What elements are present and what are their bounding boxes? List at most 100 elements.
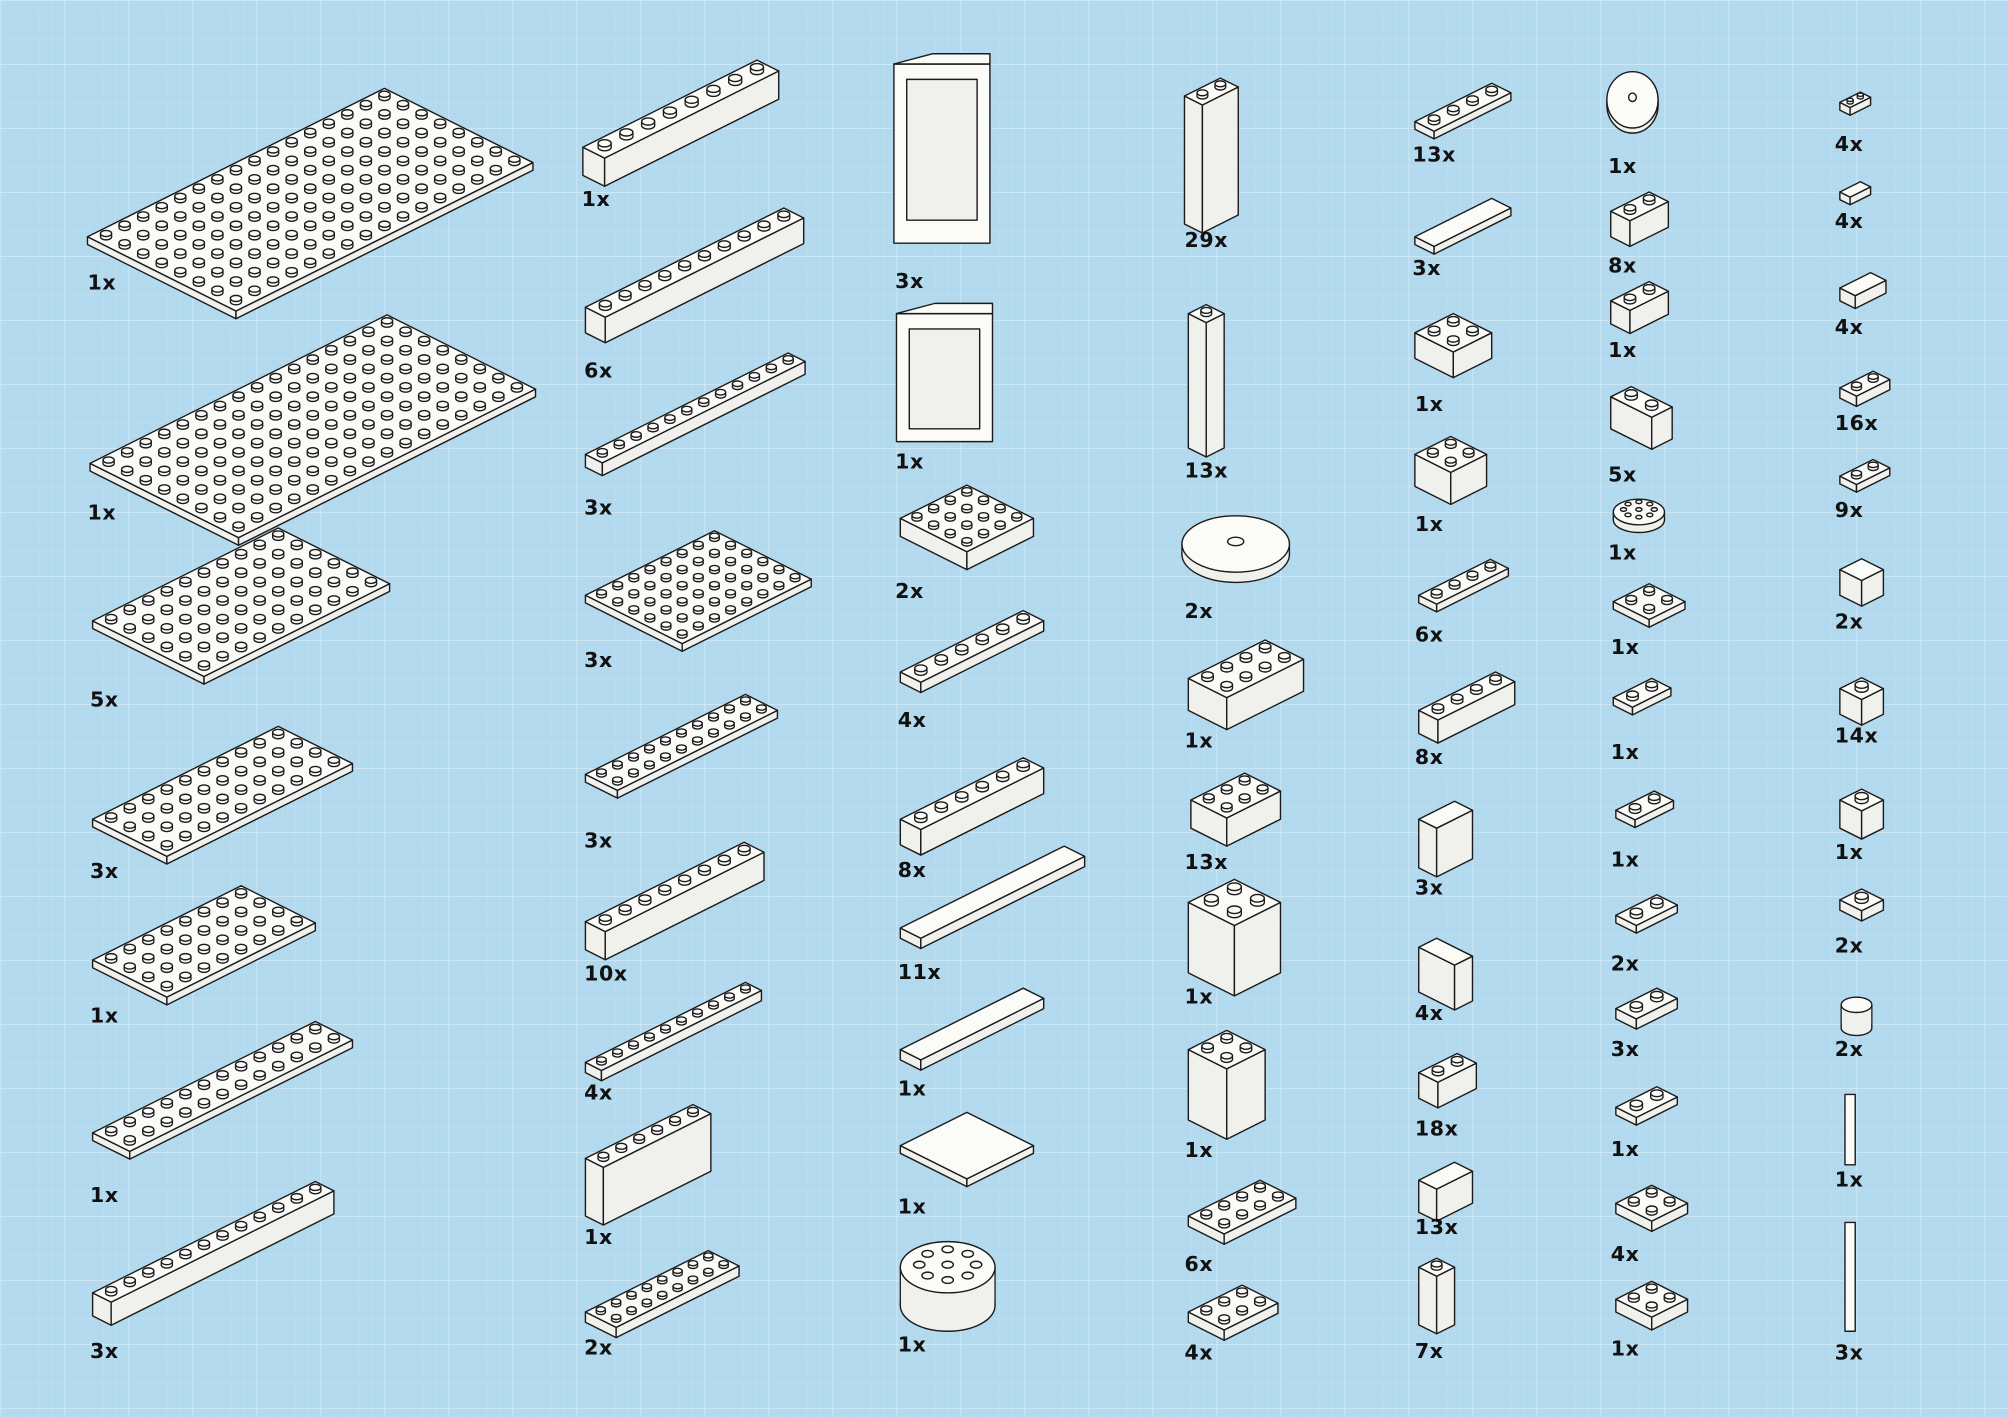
part-quantity-label: 1x [584, 1225, 613, 1249]
part-item: 1x [1184, 639, 1305, 753]
part-illustration [1187, 1284, 1279, 1341]
part-item: 8x [898, 757, 1045, 882]
part-illustration [1190, 772, 1282, 847]
part-quantity-label: 13x [1184, 850, 1228, 874]
part-item: 4x [898, 609, 1045, 732]
part-item: 3x [584, 693, 779, 852]
part-quantity-label: 2x [1835, 609, 1864, 633]
part-illustration [1610, 385, 1673, 450]
part-item: 3x [1415, 800, 1474, 900]
part-quantity-label: 3x [584, 828, 613, 852]
part-item: 1x [584, 1103, 712, 1249]
part-quantity-label: 1x [1608, 154, 1637, 178]
part-quantity-label: 4x [898, 708, 927, 732]
part-illustration [1187, 303, 1225, 458]
part-quantity-label: 8x [1415, 745, 1444, 769]
part-quantity-label: 1x [1611, 1137, 1640, 1161]
part-illustration [1418, 671, 1516, 744]
part-illustration [1181, 515, 1291, 584]
part-item: 2x [1181, 515, 1291, 623]
part-item: 1x [86, 87, 534, 320]
part-item: 4x [584, 981, 763, 1105]
part-illustration [1418, 1161, 1474, 1222]
parts-grid: 1x1x5x3x1x1x3x1x6x3x3x3x10x4x1x2x3x1x2x4… [86, 53, 1891, 1364]
part-illustration [1414, 82, 1512, 140]
part-item: 1x [1611, 790, 1675, 872]
part-illustration [584, 1103, 712, 1226]
part-item: 13x [1412, 82, 1512, 166]
part-item: 16x [1835, 370, 1891, 435]
part-item: 29x [1183, 77, 1239, 252]
part-item: 1x [898, 987, 1045, 1101]
part-item: 1x [90, 1020, 354, 1207]
part-item: 4x [1184, 1284, 1279, 1364]
part-illustration [91, 885, 317, 1006]
part-quantity-label: 1x [898, 1077, 927, 1101]
part-item: 3x [584, 352, 806, 520]
part-item: 1x [1606, 70, 1659, 178]
part-quantity-label: 3x [90, 859, 119, 883]
part-item: 10x [584, 841, 765, 986]
part-quantity-label: 1x [898, 1194, 927, 1218]
part-illustration [1839, 788, 1885, 840]
part-illustration [1418, 1257, 1456, 1335]
part-illustration [899, 1111, 1035, 1188]
part-item: 3x [584, 529, 812, 672]
part-illustration [899, 484, 1035, 571]
part-quantity-label: 18x [1415, 1116, 1459, 1140]
part-quantity-label: 3x [90, 1339, 119, 1363]
part-quantity-label: 6x [1184, 1252, 1213, 1276]
part-item: 3x [893, 53, 991, 293]
part-item: 18x [1415, 1052, 1478, 1140]
part-quantity-label: 8x [1608, 254, 1637, 278]
part-quantity-label: 3x [1415, 876, 1444, 900]
part-item: 6x [584, 207, 805, 383]
part-illustration [584, 693, 779, 799]
part-quantity-label: 1x [1184, 729, 1213, 753]
part-illustration [1839, 91, 1872, 116]
part-quantity-label: 3x [1835, 1340, 1864, 1364]
part-quantity-label: 1x [90, 1004, 119, 1028]
part-illustration [1844, 1093, 1856, 1166]
part-item: 1x [1611, 582, 1686, 659]
part-illustration [1839, 370, 1891, 408]
part-illustration [1612, 582, 1686, 628]
part-quantity-label: 2x [895, 579, 924, 603]
part-illustration [584, 529, 812, 652]
part-illustration [899, 1240, 996, 1332]
part-illustration [1615, 894, 1679, 934]
part-quantity-label: 4x [1835, 209, 1864, 233]
part-illustration [582, 59, 780, 187]
part-illustration [1414, 312, 1493, 379]
part-illustration [899, 609, 1045, 694]
part-item: 13x [1184, 303, 1227, 482]
part-quantity-label: 4x [1184, 1340, 1213, 1364]
part-quantity-label: 4x [584, 1081, 613, 1105]
part-quantity-label: 1x [1184, 1138, 1213, 1162]
part-quantity-label: 6x [584, 359, 613, 383]
part-item: 1x [90, 885, 317, 1028]
part-illustration [1606, 70, 1659, 134]
part-item: 1x [898, 1240, 996, 1357]
part-quantity-label: 13x [1415, 1215, 1459, 1239]
part-illustration [899, 845, 1086, 950]
part-quantity-label: 3x [895, 269, 924, 293]
part-item: 6x [1184, 1179, 1297, 1276]
part-quantity-label: 3x [584, 496, 613, 520]
part-illustration [1612, 677, 1672, 716]
part-quantity-label: 1x [895, 449, 924, 473]
part-item: 5x [90, 527, 391, 712]
part-item: 1x [895, 302, 994, 473]
part-quantity-label: 3x [1412, 256, 1441, 280]
part-illustration [1615, 1184, 1689, 1233]
part-quantity-label: 1x [1415, 392, 1444, 416]
part-illustration [1615, 1086, 1679, 1126]
part-illustration [91, 725, 354, 865]
part-quantity-label: 1x [1611, 740, 1640, 764]
part-illustration [1615, 1280, 1689, 1331]
part-quantity-label: 1x [1415, 512, 1444, 536]
part-quantity-label: 5x [1608, 462, 1637, 486]
part-item: 1x [582, 59, 780, 211]
part-illustration [1839, 458, 1891, 493]
part-quantity-label: 1x [1835, 1168, 1864, 1192]
